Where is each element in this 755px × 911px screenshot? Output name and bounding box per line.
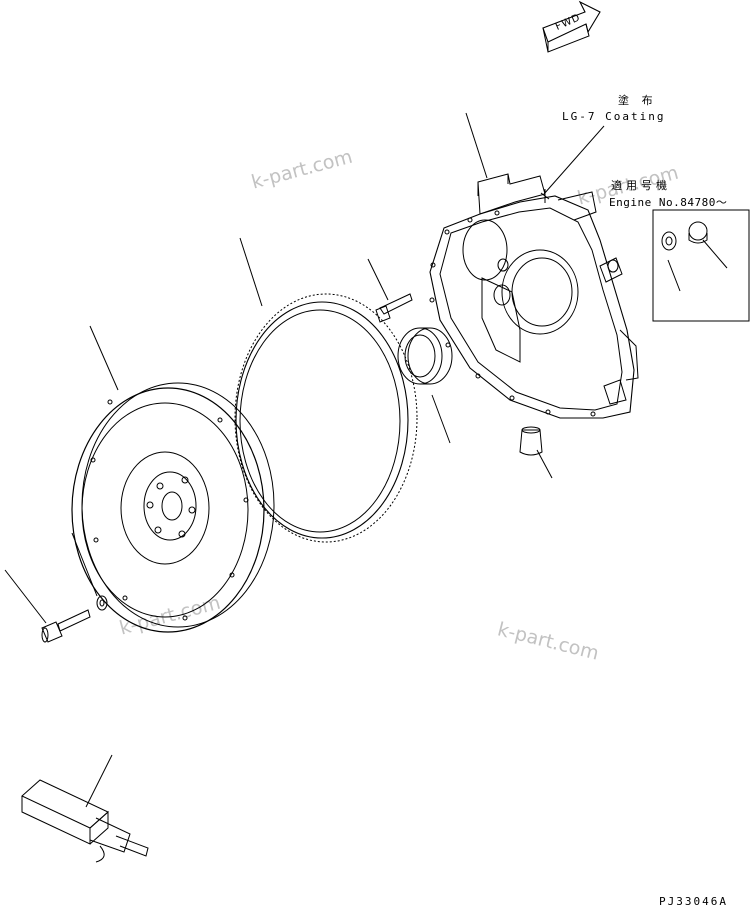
coating-label-jp: 塗 布	[618, 94, 656, 107]
figure-code: PJ33046A	[659, 895, 728, 908]
special-tool	[21, 779, 149, 863]
coating-label-en: LG-7 Coating	[562, 110, 666, 123]
plug-icon	[688, 221, 708, 244]
oil-seal	[397, 327, 453, 385]
applicability-box	[652, 209, 750, 322]
applicability-label-jp: 適用号機	[611, 179, 671, 192]
flywheel-bolt-icon	[41, 609, 91, 643]
flywheel	[71, 382, 275, 633]
leader-lines	[4, 112, 728, 808]
washer-icon	[96, 595, 108, 611]
ring-gear	[234, 293, 418, 543]
washer-icon	[661, 231, 677, 251]
flywheel-housing	[429, 173, 639, 419]
coating-leader	[540, 125, 605, 203]
drain-plug	[519, 426, 543, 456]
bolt-icon	[375, 293, 413, 323]
fwd-arrow-icon	[542, 0, 601, 53]
applicability-label-en: Engine No.84780～	[609, 196, 728, 209]
